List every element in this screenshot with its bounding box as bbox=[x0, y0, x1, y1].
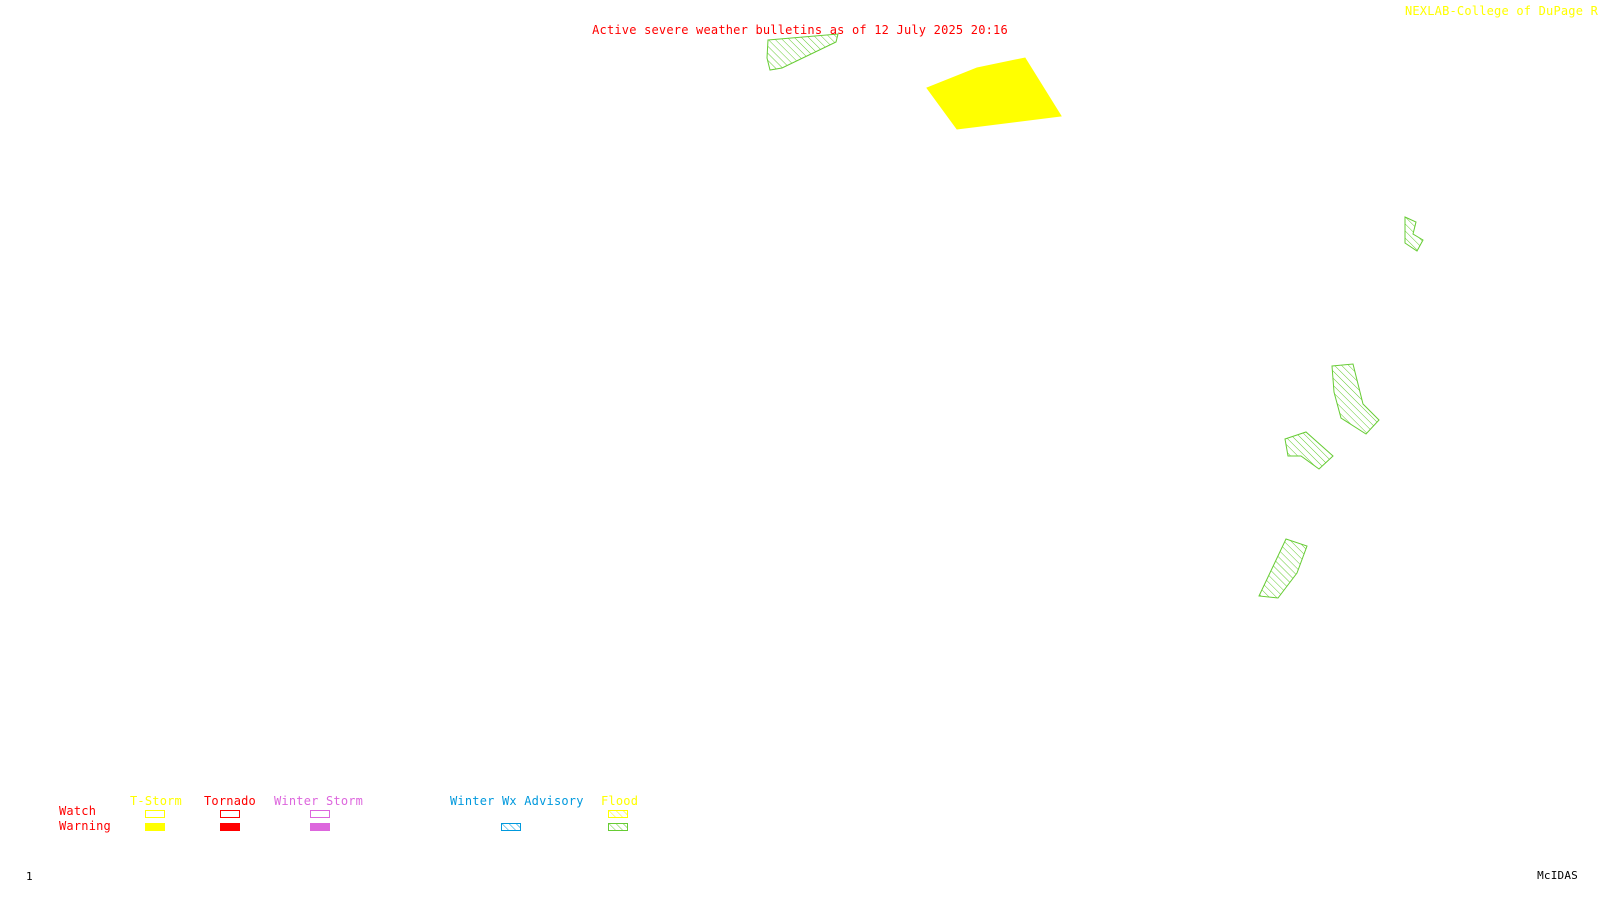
software-label: McIDAS bbox=[1537, 869, 1578, 882]
legend-flood-watch-swatch bbox=[608, 810, 628, 818]
credit-label: NEXLAB-College of DuPage R bbox=[1404, 4, 1598, 18]
legend-winter-storm-label: Winter Storm bbox=[274, 794, 364, 808]
legend-tornado-warning-swatch bbox=[220, 823, 240, 831]
legend-winter-wx-advisory-label: Winter Wx Advisory bbox=[450, 794, 584, 808]
legend-tornado-label: Tornado bbox=[204, 794, 256, 808]
legend-tstorm-label: T-Storm bbox=[130, 794, 182, 808]
legend-tstorm-warning-swatch bbox=[145, 823, 165, 831]
map-title: Active severe weather bulletins as of 12… bbox=[592, 23, 1008, 37]
flood-warning-polygon-5 bbox=[1258, 538, 1308, 599]
legend-flood-warning-swatch bbox=[608, 823, 628, 831]
flood-warning-polygon-1 bbox=[766, 33, 839, 71]
legend-watch-label: Watch bbox=[59, 804, 97, 818]
flood-warning-polygon-3 bbox=[1331, 363, 1380, 435]
legend-flood-label: Flood bbox=[601, 794, 639, 808]
legend-winter-storm-watch-swatch bbox=[310, 810, 330, 818]
legend-tstorm-watch-swatch bbox=[145, 810, 165, 818]
legend-warning-label: Warning bbox=[59, 819, 111, 833]
flood-warning-polygon-2 bbox=[1404, 216, 1424, 252]
thunderstorm-warning-polygon bbox=[926, 57, 1062, 130]
legend-winter-storm-warning-swatch bbox=[310, 823, 330, 831]
legend-winter-wx-advisory-warning-swatch bbox=[501, 823, 521, 831]
flood-warning-polygon-4 bbox=[1284, 431, 1334, 470]
legend-tornado-watch-swatch bbox=[220, 810, 240, 818]
frame-number: 1 bbox=[26, 870, 33, 883]
